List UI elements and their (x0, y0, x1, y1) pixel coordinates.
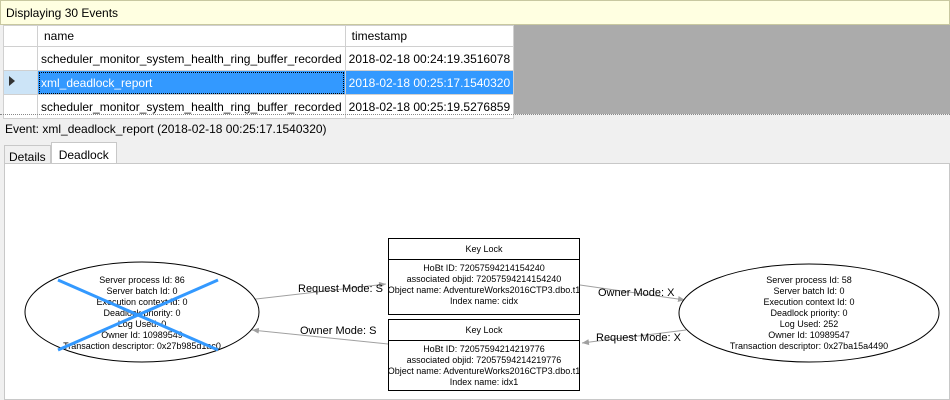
cell-timestamp[interactable]: 2018-02-18 00:25:17.1540320 (344, 70, 515, 95)
edge-label: Request Mode: S (298, 283, 383, 295)
key-lock-resource-node[interactable]: Key Lock HoBt ID: 72057594214219776 asso… (388, 319, 580, 391)
table-row[interactable]: scheduler_monitor_system_health_ring_buf… (3, 46, 515, 71)
info-bar: Displaying 30 Events (0, 0, 950, 25)
process-line: Log Used: 252 (780, 319, 839, 329)
process-line: Execution context Id: 0 (763, 297, 854, 307)
process-line: Transaction descriptor: 0x27ba15a4490 (730, 341, 888, 351)
edge-request-x: Request Mode: X (581, 329, 687, 346)
edge-label: Request Mode: X (596, 332, 682, 344)
cell-name[interactable]: xml_deadlock_report (37, 70, 346, 95)
tab-strip: Details Deadlock (4, 142, 117, 164)
edge-request-s: Request Mode: S (246, 281, 387, 301)
event-label: Event: xml_deadlock_report (2018-02-18 0… (5, 122, 327, 136)
victim-process-node[interactable]: Server process Id: 86 Server batch Id: 0… (24, 261, 260, 363)
edge-owner-s: Owner Mode: S (251, 325, 389, 345)
table-row-selected[interactable]: xml_deadlock_report 2018-02-18 00:25:17.… (3, 70, 515, 95)
victim-cross-icon (57, 278, 219, 352)
resource-line: Index name: cidx (450, 296, 519, 306)
resource-line: associated objid: 72057594214154240 (407, 274, 562, 284)
process-line: Owner Id: 10989549 (101, 330, 183, 340)
edge-label: Owner Mode: S (300, 325, 376, 337)
process-line: Execution context Id: 0 (96, 297, 187, 307)
process-line: Server process Id: 86 (99, 275, 185, 285)
process-line: Deadlock priority: 0 (770, 308, 847, 318)
tab-details[interactable]: Details (4, 145, 51, 164)
process-line: Log Used: 0 (118, 319, 167, 329)
process-line: Server process Id: 58 (766, 275, 852, 285)
resource-line: Object name: AdventureWorks2016CTP3.dbo.… (388, 366, 580, 376)
resource-title: Key Lock (465, 244, 503, 254)
process-line: Server batch Id: 0 (106, 286, 177, 296)
cell-timestamp[interactable]: 2018-02-18 00:24:19.3516078 (344, 46, 515, 71)
triangle-right-icon (9, 76, 15, 86)
resource-line: HoBt ID: 72057594214154240 (423, 263, 545, 273)
process-node[interactable]: Server process Id: 58 Server batch Id: 0… (678, 263, 940, 363)
edge-owner-x: Owner Mode: X (579, 284, 686, 302)
row-header[interactable] (3, 70, 38, 95)
resource-line: associated objid: 72057594214219776 (407, 355, 562, 365)
event-count-text: Displaying 30 Events (6, 6, 119, 20)
resource-line: Index name: idx1 (450, 377, 519, 387)
resource-line: HoBt ID: 72057594214219776 (423, 344, 545, 354)
key-lock-resource-node[interactable]: Key Lock HoBt ID: 72057594214154240 asso… (388, 238, 580, 315)
events-grid[interactable]: name timestamp scheduler_monitor_system_… (3, 25, 950, 119)
process-line: Server batch Id: 0 (773, 286, 844, 296)
column-header-timestamp[interactable]: timestamp (344, 25, 515, 47)
cell-name[interactable]: scheduler_monitor_system_health_ring_buf… (37, 46, 346, 71)
process-line: Transaction descriptor: 0x27b985d1ac0 (63, 341, 221, 351)
row-header-corner (3, 25, 38, 47)
resource-title: Key Lock (465, 325, 503, 335)
row-header[interactable] (3, 46, 38, 71)
resource-line: Object name: AdventureWorks2016CTP3.dbo.… (388, 285, 580, 295)
tab-deadlock[interactable]: Deadlock (50, 142, 117, 164)
splitter[interactable] (0, 114, 950, 117)
process-line: Owner Id: 10989547 (768, 330, 850, 340)
edge-label: Owner Mode: X (598, 287, 675, 299)
